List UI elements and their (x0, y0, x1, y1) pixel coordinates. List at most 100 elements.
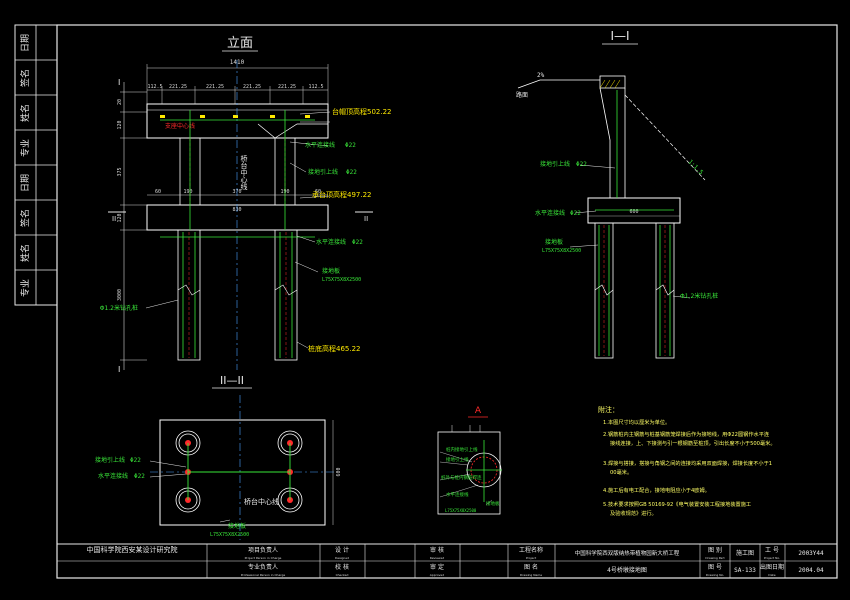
ground-plate-spec: L75X75X8X2500 (542, 248, 581, 254)
centerline-label: 桥台中心线 (244, 497, 279, 506)
support-centerline-label: 支座中心线 (165, 122, 195, 130)
tb-sub: Designed (335, 556, 349, 560)
dim-side: 600 (336, 467, 342, 476)
tb-sub: Project (526, 556, 537, 560)
pile-label: Φ1.2米钻孔桩 (100, 304, 138, 312)
tb-sub: Project No. (764, 556, 780, 560)
dim-top: 221.25 (278, 84, 296, 90)
note-line: 接线连接，上、下接测与引一根钢筋至桩顶，引出长度不小于500毫米。 (610, 439, 776, 447)
tb-label: 项目负责人 (248, 546, 278, 554)
section-1-1-view: I—I 2% 路面 1:1.5 600 (516, 29, 718, 359)
note-item: 5.技术要求按照GB 50169-92《电气装置安装工程接地装置施工 及验收规范… (603, 500, 753, 517)
section-mark: I (118, 365, 120, 374)
tb-sub: Approved (430, 573, 444, 577)
tb-label: 专业负责人 (248, 563, 278, 571)
section-2-2-view: II—II 600 接地引上线 Φ22 水平连接线 Φ22 (95, 374, 342, 540)
tb-sub: Date (768, 573, 775, 577)
detail-label: L75X75X8X2500 (445, 508, 477, 513)
elevation-title: 立面 (227, 36, 253, 51)
tb-label: 工程名称 (519, 546, 543, 554)
tb-label: 图 号 (708, 564, 722, 571)
ground-lead-label: 接地引上线 (540, 160, 570, 168)
tb-label: 出图日期 (760, 563, 784, 571)
strip-label: 专业 (19, 139, 31, 157)
note-line: 5.技术要求按照GB 50169-92《电气装置安装工程接地装置施工 (603, 500, 751, 508)
note-line: 及验收规范》进行。 (610, 509, 657, 517)
horizontal-bar-label: 水平连接线 (535, 209, 565, 217)
strip-label: 姓名 (19, 104, 31, 122)
tb-sub: Drawing Name (520, 573, 542, 577)
tb-label: 图 名 (524, 563, 538, 571)
tb-label: 校 核 (335, 563, 349, 571)
notes-block: 附注： 1.本图尺寸均以厘米为单位。 2.钢筋桩内主钢筋与桩基钢筋笼焊接后作为接… (598, 405, 776, 517)
strip-label: 专业 (19, 279, 31, 297)
tb-label: 工 号 (765, 547, 779, 554)
ground-plate-spec: L75X75X8X2500 (210, 532, 249, 538)
dim-mid: 60 (315, 189, 321, 195)
strip-label: 签名 (19, 209, 31, 227)
dim-left: 120 (117, 213, 123, 222)
dim-top: 221.25 (169, 84, 187, 90)
note-item: 1.本图尺寸均以厘米为单位。 (603, 418, 670, 426)
detail-a-view: A 桩内接地引上线 接地引上线 桩外与桩内钢筋焊连 水平连接线 接地板 L75X… (437, 406, 502, 515)
dim-left: 3000 (117, 289, 123, 301)
ground-lead-label: 接地引上线 (308, 168, 338, 176)
dim-top: 112.5 (147, 84, 162, 90)
ground-lead-label: 接地引上线 (95, 456, 125, 464)
detail-label: 桩外与桩内钢筋焊连 (441, 474, 482, 481)
ground-plate-label: 接地板 (228, 522, 246, 530)
section-mark: II (364, 215, 368, 223)
section-mark: II (112, 215, 116, 223)
left-signature-strip: 日期 签名 姓名 专业 日期 签名 姓名 专业 (14, 24, 58, 306)
cap-top-elevation: 台帽顶高程502.22 (332, 107, 392, 116)
note-item: 3.焊接与搭接，搭接与角钢之间的连接均采用双面焊接，焊接长度不小于1 00毫米。 (603, 459, 774, 476)
dim-left: 20 (117, 99, 123, 105)
tb-sub: Drawing No. (706, 573, 724, 577)
section22-title: II—II (220, 374, 244, 387)
detail-label: 接地板 (486, 500, 500, 507)
tb-value: 2003Y44 (798, 550, 824, 557)
ground-plate-label: 接地板 (545, 238, 563, 246)
road-surface: 路面 (516, 91, 528, 99)
institute-name: 中国科学院西安某设计研究院 (87, 545, 178, 554)
horizontal-bar-label: 水平连接线 (316, 238, 346, 246)
notes-title: 附注： (598, 405, 619, 414)
horizontal-bar-label: 水平连接线 (98, 472, 128, 480)
tb-value: 中国科学院西双版纳热带植物园新大桥工程 (575, 549, 680, 557)
tb-sub: Checked (336, 573, 349, 577)
dim-left: 375 (117, 167, 123, 176)
dim-top: 221.25 (243, 84, 261, 90)
slope-side: 1:1.5 (687, 158, 705, 176)
dim-left: 120 (117, 120, 123, 129)
tb-value: 2004.04 (798, 567, 824, 574)
detail-title: A (475, 406, 482, 416)
strip-label: 姓名 (19, 244, 31, 262)
ground-plate-label: 接地板 (322, 267, 340, 275)
note-item: 4.施工后有电工配合，接地电阻应小于4欧姆。 (603, 486, 710, 494)
tb-value: 4号桥墩接地图 (607, 566, 647, 574)
tb-label: 设 计 (335, 546, 349, 554)
detail-label: 水平连接线 (446, 491, 469, 498)
phi22-label: Φ22 (352, 239, 363, 246)
centerline-label: 桥台中心线 (240, 154, 248, 190)
phi22-label: Φ22 (576, 161, 587, 168)
strip-label: 签名 (19, 69, 31, 87)
note-line: 00毫米。 (610, 468, 632, 476)
title-block: 中国科学院西安某设计研究院 项目负责人 Project Person in Ch… (56, 543, 838, 579)
phi22-label: Φ22 (134, 473, 145, 480)
dim-top: 221.25 (206, 84, 224, 90)
slope-top: 2% (537, 72, 545, 79)
phi22-label: Φ22 (130, 457, 141, 464)
tb-label: 审 定 (430, 563, 444, 571)
tb-sub: Project Person in Charge (245, 556, 282, 560)
section-mark: I (118, 78, 120, 87)
horizontal-bar-label: 水平连接线 (305, 141, 335, 149)
phi22-label: Φ22 (346, 169, 357, 176)
phi22-label: Φ22 (345, 142, 356, 149)
dim-600: 600 (629, 209, 638, 215)
dim-mid: 190 (183, 189, 192, 195)
detail-label: 桩内接地引上线 (446, 446, 478, 453)
tb-label: 图 别 (708, 546, 722, 554)
strip-label: 日期 (20, 34, 31, 52)
